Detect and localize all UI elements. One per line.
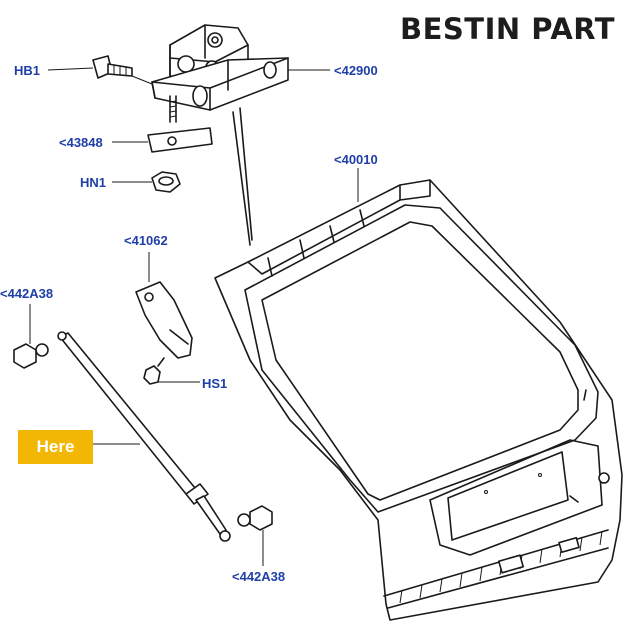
leader-lines (29, 67, 359, 566)
callout-42900: <42900 (334, 63, 378, 78)
callout-43848: <43848 (59, 135, 103, 150)
screw-hs1[interactable] (143, 357, 165, 385)
ball-stud-lower[interactable] (237, 505, 273, 531)
nut-hn1[interactable] (151, 171, 181, 193)
gas-strut[interactable] (57, 331, 231, 542)
callout-hs1: HS1 (202, 376, 227, 391)
tailgate-panel[interactable] (214, 179, 623, 621)
here-badge: Here (18, 430, 93, 464)
brand-logo: BESTIN PART (400, 12, 616, 46)
callout-40010: <40010 (334, 152, 378, 167)
callout-442a38-bottom: <442A38 (232, 569, 285, 584)
callout-hb1: HB1 (14, 63, 40, 78)
callout-442a38-top: <442A38 (0, 286, 53, 301)
ball-stud-upper[interactable] (13, 343, 49, 369)
hinge-part[interactable] (151, 24, 289, 246)
callout-41062: <41062 (124, 233, 168, 248)
bracket-41062[interactable] (135, 281, 193, 359)
bolt-hb1[interactable] (92, 55, 133, 79)
plate-43848[interactable] (147, 127, 213, 153)
callout-hn1: HN1 (80, 175, 106, 190)
